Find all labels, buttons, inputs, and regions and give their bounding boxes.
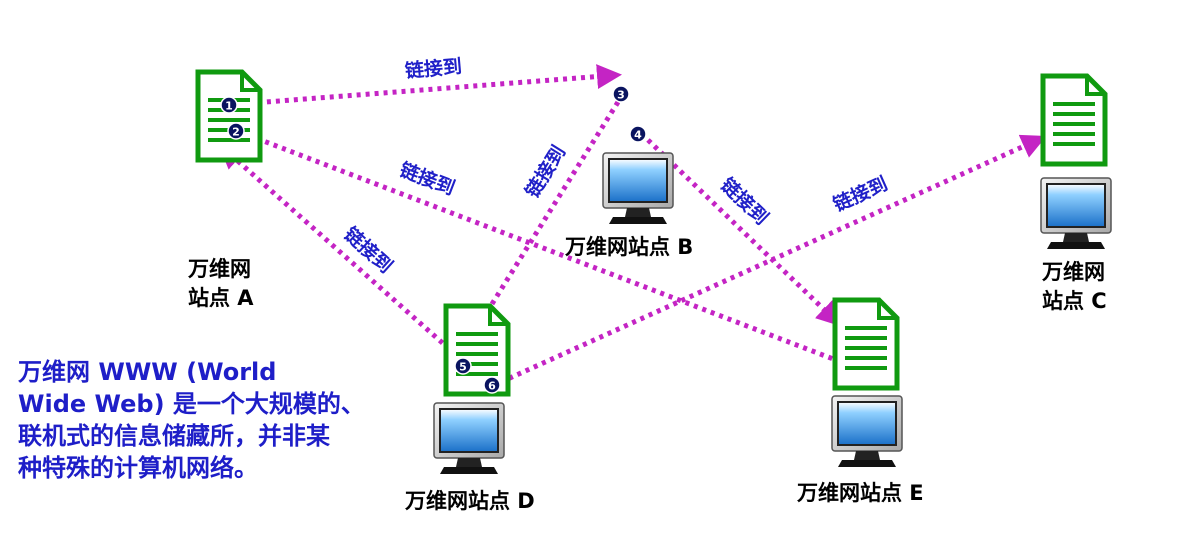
arrow-2-to-e — [239, 129, 867, 375]
site-c-label: 万维网 站点 C — [1042, 258, 1107, 316]
document-icon-site-e — [835, 300, 897, 388]
description-line-4: 种特殊的计算机网络。 — [18, 454, 258, 482]
arrow-3-to-d — [469, 100, 621, 341]
description-line-1: 万维网 WWW (World — [18, 358, 277, 386]
monitor-icon-site-e — [831, 395, 903, 468]
site-a-label: 万维网 站点 A — [188, 255, 254, 313]
site-c-label-line1: 万维网 — [1042, 260, 1105, 284]
monitor-icon-site-d — [433, 402, 505, 475]
svg-text:4: 4 — [634, 129, 642, 142]
link-label-3: 链接到 — [521, 141, 571, 202]
site-d-label: 万维网站点 D — [405, 489, 535, 513]
link-arrows — [218, 64, 1047, 385]
marker-3: 3 — [612, 85, 630, 103]
marker-6: 6 — [483, 376, 501, 394]
link-label-4: 链接到 — [716, 173, 773, 229]
svg-text:3: 3 — [617, 89, 625, 102]
markers: 1 2 3 4 5 6 — [220, 85, 647, 394]
www-description: 万维网 WWW (World Wide Web) 是一个大规模的、 联机式的信息… — [18, 356, 418, 484]
svg-text:6: 6 — [488, 380, 496, 393]
description-line-3: 联机式的信息储藏所，并非某 — [18, 422, 330, 450]
marker-4: 4 — [629, 125, 647, 143]
svg-text:5: 5 — [459, 361, 467, 374]
site-b-label: 万维网站点 B — [565, 235, 694, 259]
document-icon-site-a — [198, 72, 260, 160]
site-a-label-line2: 站点 A — [188, 286, 254, 310]
monitor-icon-site-b — [602, 152, 674, 225]
svg-text:1: 1 — [225, 100, 233, 113]
arrow-5-to-a — [218, 143, 458, 357]
svg-text:2: 2 — [232, 126, 240, 139]
site-e-label: 万维网站点 E — [797, 481, 924, 505]
marker-1: 1 — [220, 96, 238, 114]
description-line-2: Wide Web) 是一个大规模的、 — [18, 390, 365, 418]
link-label-2: 链接到 — [397, 158, 458, 200]
arrow-4-to-e — [646, 138, 842, 327]
marker-2: 2 — [227, 122, 245, 140]
site-a-label-line1: 万维网 — [188, 257, 251, 281]
monitor-icon-site-c — [1040, 177, 1112, 250]
link-label-1: 链接到 — [404, 55, 463, 83]
arrow-1-to-3 — [239, 64, 622, 107]
site-c-label-line2: 站点 C — [1042, 289, 1107, 313]
document-icon-site-c — [1043, 76, 1105, 164]
link-label-5: 链接到 — [339, 223, 397, 278]
marker-5: 5 — [454, 357, 472, 375]
link-label-6: 链接到 — [830, 172, 891, 216]
